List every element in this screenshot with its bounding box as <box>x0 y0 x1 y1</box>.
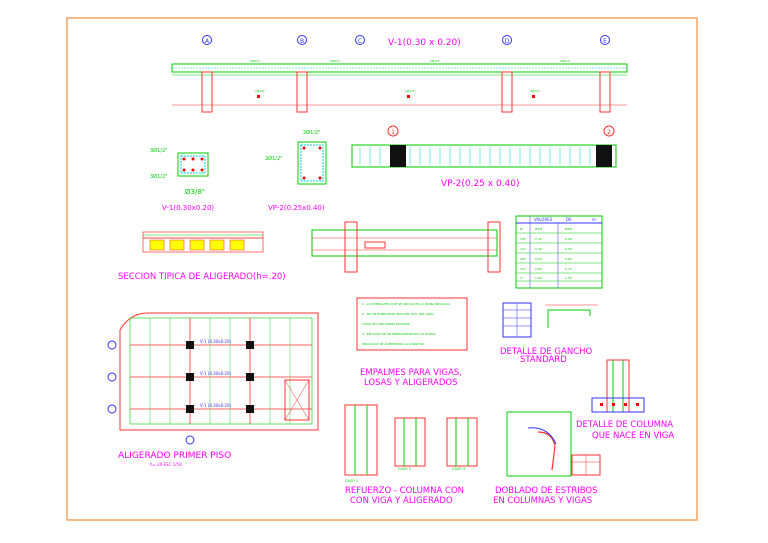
grid-bubble-a: A <box>202 35 212 45</box>
svg-text:2Ø1/2": 2Ø1/2" <box>265 155 282 162</box>
section-v1-stirrup: Ø3/8" <box>185 188 205 196</box>
svg-text:V-1 (0.30x0.20): V-1 (0.30x0.20) <box>200 339 232 344</box>
svg-text:2Ø1/2": 2Ø1/2" <box>330 58 341 63</box>
svg-text:2Ø1/2": 2Ø1/2" <box>303 129 320 136</box>
svg-text:0.30: 0.30 <box>535 237 542 241</box>
beam-vp2-title: VP-2(0.25 x 0.40) <box>441 179 520 189</box>
svg-text:2: 2 <box>607 129 611 136</box>
aligerado-plan-title: ALIGERADO PRIMER PISO <box>118 451 231 461</box>
grid-bubble-d: D <box>502 35 512 45</box>
svg-text:1.- LOS EMPALMES QUE SE UBICAN: 1.- LOS EMPALMES QUE SE UBICAN EN LA ZON… <box>362 302 451 306</box>
svg-text:2.- NO SE EMPALMARA MAS DEL 50: 2.- NO SE EMPALMARA MAS DEL 50% DEL AREA <box>362 312 434 316</box>
grid-bubble-1: 1 <box>387 125 399 137</box>
svg-text:3Ø1/2": 3Ø1/2" <box>150 147 167 154</box>
aligerado-section-title: SECCION TIPICA DE ALIGERADO(h=.20) <box>118 272 286 282</box>
gancho-detail: DETALLE DE GANCHO STANDARD <box>500 302 598 365</box>
svg-text:DE: DE <box>566 217 572 222</box>
aligerado-section: SECCION TIPICA DE ALIGERADO(h=.20) <box>118 231 286 282</box>
svg-text:E: E <box>603 38 607 45</box>
svg-text:0.50: 0.50 <box>535 257 542 261</box>
empalmes-detail: 1.- LOS EMPALMES QUE SE UBICAN EN LA ZON… <box>311 221 501 388</box>
section-v1-label: V-1(0.30x0.20) <box>162 204 214 212</box>
svg-text:REFUERZO - COLUMNA CON: REFUERZO - COLUMNA CON <box>345 486 464 496</box>
beam-v1-title: V-1(0.30 x 0.20) <box>388 38 461 48</box>
grid-bubbles-top: A B C D E <box>202 35 610 45</box>
svg-text:2Ø1/2": 2Ø1/2" <box>250 58 261 63</box>
svg-text:0.60: 0.60 <box>565 257 572 261</box>
svg-text:2Ø1/2": 2Ø1/2" <box>430 58 441 63</box>
svg-text:0.40: 0.40 <box>535 247 542 251</box>
svg-text:h=.20 ESC 1/50: h=.20 ESC 1/50 <box>150 462 182 467</box>
svg-text:INDICADAS SE AUMENTARA LA LONG: INDICADAS SE AUMENTARA LA LONGITUD <box>362 342 425 346</box>
svg-text:Ø: Ø <box>520 226 523 231</box>
svg-text:V-1 (0.30x0.20): V-1 (0.30x0.20) <box>200 403 232 408</box>
svg-text:Ø3/8: Ø3/8 <box>565 226 572 231</box>
beam-v1-elevation: A B C D E V-1(0.30 x 0.20) 2Ø1/2" 2Ø1/2" 2… <box>171 35 628 113</box>
svg-text:0.40: 0.40 <box>565 237 572 241</box>
svg-text:1": 1" <box>520 276 524 280</box>
svg-text:EMPALMES PARA VIGAS,: EMPALMES PARA VIGAS, <box>360 368 462 378</box>
svg-text:Ø3/8: Ø3/8 <box>535 226 542 231</box>
section-v1: 3Ø1/2" 3Ø1/2" Ø3/8" V-1(0.30x0.20) <box>150 147 214 212</box>
svg-text:0.50: 0.50 <box>565 247 572 251</box>
svg-text:A: A <box>205 38 210 45</box>
grid-bubble-b: B <box>297 35 307 45</box>
svg-text:LOSAS Y ALIGERADOS: LOSAS Y ALIGERADOS <box>364 378 458 388</box>
svg-text:0.70: 0.70 <box>565 267 572 271</box>
svg-text:VALORES: VALORES <box>534 217 553 222</box>
svg-text:C: C <box>358 38 362 45</box>
beam-vp2-elevation: 1 2 VP-2(0.25 x 0.40) <box>351 125 617 189</box>
svg-text:QUE NACE EN VIGA: QUE NACE EN VIGA <box>592 431 674 441</box>
svg-text:m: m <box>592 217 596 222</box>
svg-text:0.60: 0.60 <box>535 267 542 271</box>
svg-text:1Ø1/2": 1Ø1/2" <box>255 88 266 93</box>
svg-text:CASO 3: CASO 3 <box>452 467 465 471</box>
svg-text:STANDARD: STANDARD <box>520 355 567 365</box>
svg-text:CASO 2: CASO 2 <box>398 467 411 471</box>
svg-text:CON VIGA Y ALIGERADO: CON VIGA Y ALIGERADO <box>350 496 453 506</box>
svg-text:V-1 (0.30x0.20): V-1 (0.30x0.20) <box>200 371 232 376</box>
sheet-border <box>66 17 698 521</box>
svg-text:5/8": 5/8" <box>520 257 527 261</box>
svg-text:1Ø1/2": 1Ø1/2" <box>405 88 416 93</box>
svg-text:DOBLADO DE ESTRIBOS: DOBLADO DE ESTRIBOS <box>495 486 598 496</box>
svg-text:1.20: 1.20 <box>535 276 542 280</box>
svg-text:3/4": 3/4" <box>520 267 527 271</box>
section-vp2-label: VP-2(0.25x0.40) <box>268 204 325 212</box>
svg-text:D: D <box>505 38 510 45</box>
grid-bubble-2: 2 <box>603 125 615 137</box>
svg-text:1.50: 1.50 <box>565 276 572 280</box>
grid-bubble-c: C <box>355 35 365 45</box>
svg-text:DETALLE DE GANCHO: DETALLE DE GANCHO <box>500 347 593 357</box>
svg-text:B: B <box>300 38 304 45</box>
svg-text:EN COLUMNAS Y VIGAS: EN COLUMNAS Y VIGAS <box>493 496 592 506</box>
svg-text:1Ø1/2": 1Ø1/2" <box>530 88 541 93</box>
values-table: VALORES DE m Ø Ø3/8 Ø3/8 3/8" 0.30 0.40 1/2"… <box>515 215 603 289</box>
doblado-detail: DOBLADO DE ESTRIBOS EN COLUMNAS Y VIGAS <box>493 411 601 506</box>
svg-text:2Ø1/2": 2Ø1/2" <box>560 58 571 63</box>
svg-text:3Ø1/2": 3Ø1/2" <box>150 173 167 180</box>
svg-text:3/8": 3/8" <box>520 237 527 241</box>
columna-viga-detail: DETALLE DE COLUMNA QUE NACE EN VIGA <box>576 359 674 441</box>
grid-bubble-e: E <box>600 35 610 45</box>
svg-text:1/2": 1/2" <box>520 247 527 251</box>
section-vp2: 2Ø1/2" 2Ø1/2" VP-2(0.25x0.40) <box>265 129 327 212</box>
svg-text:3.- EN CASO DE NO EMPALMARSE E: 3.- EN CASO DE NO EMPALMARSE EN LAS ZONA… <box>362 332 436 336</box>
svg-text:1: 1 <box>391 129 395 136</box>
aligerado-plan: V-1 (0.30x0.20) V-1 (0.30x0.20) V-1 (0.3… <box>107 312 319 467</box>
refuerzo-detail: CASO 1 CASO 2 CASO 3 REFUERZO - COLUMNA … <box>344 404 478 506</box>
svg-text:CASO 1: CASO 1 <box>345 479 358 483</box>
svg-text:TOTAL EN UNA MISMA SECCION: TOTAL EN UNA MISMA SECCION <box>361 322 409 326</box>
svg-text:DETALLE DE COLUMNA: DETALLE DE COLUMNA <box>576 420 673 430</box>
